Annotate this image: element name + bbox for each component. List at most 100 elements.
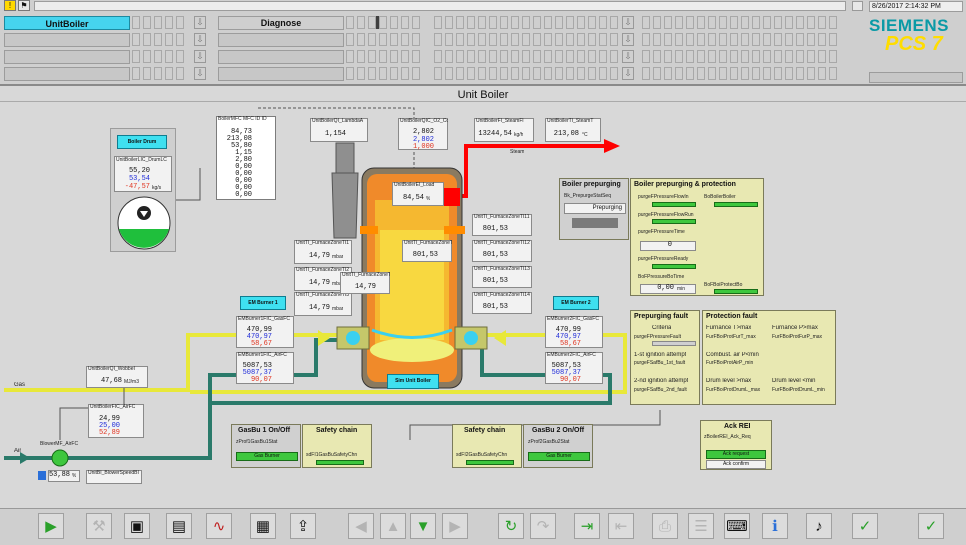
area-cell[interactable] — [697, 67, 705, 80]
area-cell[interactable] — [610, 16, 618, 29]
ack-confirm-button[interactable]: Ack confirm — [706, 460, 766, 469]
area-cell[interactable] — [401, 50, 409, 63]
arrow-down-icon[interactable]: ⇩ — [622, 50, 634, 63]
area-cell[interactable] — [412, 50, 420, 63]
air-fan-faceplate[interactable] — [48, 470, 80, 482]
trend-icon[interactable]: ∿ — [206, 513, 232, 539]
arrow-down-icon[interactable]: ▼ — [410, 513, 436, 539]
area-cell[interactable] — [412, 67, 420, 80]
area-cell[interactable] — [774, 67, 782, 80]
area-cell[interactable] — [346, 67, 354, 80]
arrow-down-icon[interactable]: ⇩ — [194, 33, 206, 46]
lock-icon[interactable]: ⚑ — [18, 0, 30, 11]
horn-icon[interactable]: ♪ — [806, 513, 832, 539]
o2-faceplate[interactable] — [398, 118, 448, 150]
area-cell[interactable] — [522, 50, 530, 63]
area-cell[interactable] — [599, 16, 607, 29]
area-cell[interactable] — [752, 50, 760, 63]
report-icon[interactable]: ▤ — [166, 513, 192, 539]
area-cell[interactable] — [752, 33, 760, 46]
area-cell[interactable] — [533, 16, 541, 29]
area-cell[interactable] — [807, 50, 815, 63]
area-cell[interactable] — [566, 67, 574, 80]
arrow-down-icon[interactable]: ⇩ — [622, 16, 634, 29]
area-cell[interactable] — [555, 16, 563, 29]
ack-icon[interactable]: ✓ — [852, 513, 878, 539]
area-cell[interactable] — [719, 50, 727, 63]
arrow-down-icon[interactable]: ⇩ — [194, 16, 206, 29]
boiler-drum-button[interactable]: Boiler Drum — [117, 135, 167, 149]
area-cell[interactable] — [357, 50, 365, 63]
area-cell[interactable] — [456, 16, 464, 29]
area-cell[interactable] — [346, 16, 354, 29]
area-cell[interactable] — [401, 67, 409, 80]
air-fic-faceplate[interactable] — [88, 404, 144, 438]
prepurge-status[interactable]: Prepurging — [564, 203, 626, 214]
area-button-unitboiler[interactable]: UnitBoiler — [4, 16, 130, 30]
area-cell[interactable] — [577, 50, 585, 63]
area-cell[interactable] — [533, 50, 541, 63]
area-cell[interactable] — [132, 16, 140, 29]
area-cell[interactable] — [697, 50, 705, 63]
em-burner2-button[interactable]: EM Burner 2 — [553, 296, 599, 310]
area-cell[interactable] — [686, 33, 694, 46]
area-cell[interactable] — [642, 50, 650, 63]
area-cell[interactable] — [368, 33, 376, 46]
pp-row5-value-box[interactable] — [640, 284, 696, 294]
area-cell[interactable] — [154, 33, 162, 46]
arrow-down-icon[interactable]: ⇩ — [622, 67, 634, 80]
area-cell[interactable] — [522, 67, 530, 80]
lambda-faceplate[interactable] — [310, 118, 368, 142]
area-cell[interactable] — [357, 67, 365, 80]
area-cell[interactable] — [165, 50, 173, 63]
export-icon[interactable]: ⇪ — [290, 513, 316, 539]
area-cell[interactable] — [489, 33, 497, 46]
area-cell[interactable] — [143, 33, 151, 46]
area-cell[interactable] — [807, 33, 815, 46]
area-cell[interactable] — [675, 16, 683, 29]
area-cell[interactable] — [818, 50, 826, 63]
area-cell[interactable] — [610, 67, 618, 80]
area-cell[interactable] — [412, 33, 420, 46]
area-cell[interactable] — [730, 67, 738, 80]
area-cell[interactable] — [478, 50, 486, 63]
area-cell[interactable] — [555, 50, 563, 63]
area-cell[interactable] — [434, 33, 442, 46]
area-cell[interactable] — [785, 16, 793, 29]
info-icon[interactable]: ℹ — [762, 513, 788, 539]
area-cell[interactable] — [730, 50, 738, 63]
area-cell[interactable] — [763, 33, 771, 46]
area-cell[interactable] — [544, 33, 552, 46]
area-cell[interactable] — [445, 33, 453, 46]
burner1-gas-faceplate[interactable] — [236, 316, 294, 348]
area-cell[interactable] — [741, 50, 749, 63]
boiler-mfc-list[interactable] — [216, 116, 276, 200]
area-cell[interactable] — [796, 50, 804, 63]
area-cell[interactable] — [390, 16, 398, 29]
area-cell[interactable] — [154, 50, 162, 63]
area-cell[interactable] — [785, 67, 793, 80]
area-cell[interactable] — [390, 33, 398, 46]
area-cell[interactable] — [642, 67, 650, 80]
area-cell[interactable] — [686, 16, 694, 29]
area-cell[interactable] — [143, 50, 151, 63]
area-cell[interactable] — [588, 67, 596, 80]
area-cell[interactable] — [653, 67, 661, 80]
area-cell[interactable] — [610, 33, 618, 46]
furnace-temp-faceplate[interactable] — [294, 292, 352, 316]
alarm-icon[interactable]: ! — [4, 0, 16, 11]
alarm-line[interactable] — [34, 1, 846, 11]
area-cell[interactable] — [555, 33, 563, 46]
area-cell[interactable] — [478, 67, 486, 80]
area-cell[interactable] — [708, 67, 716, 80]
area-cell[interactable] — [511, 50, 519, 63]
area-cell[interactable] — [445, 16, 453, 29]
area-cell[interactable] — [796, 16, 804, 29]
area-cell[interactable] — [686, 50, 694, 63]
keyboard-icon[interactable]: ⌨ — [724, 513, 750, 539]
area-cell[interactable] — [686, 67, 694, 80]
area-cell[interactable] — [664, 50, 672, 63]
area-cell[interactable] — [588, 33, 596, 46]
tools-icon[interactable]: ⚒ — [86, 513, 112, 539]
area-cell[interactable] — [599, 67, 607, 80]
